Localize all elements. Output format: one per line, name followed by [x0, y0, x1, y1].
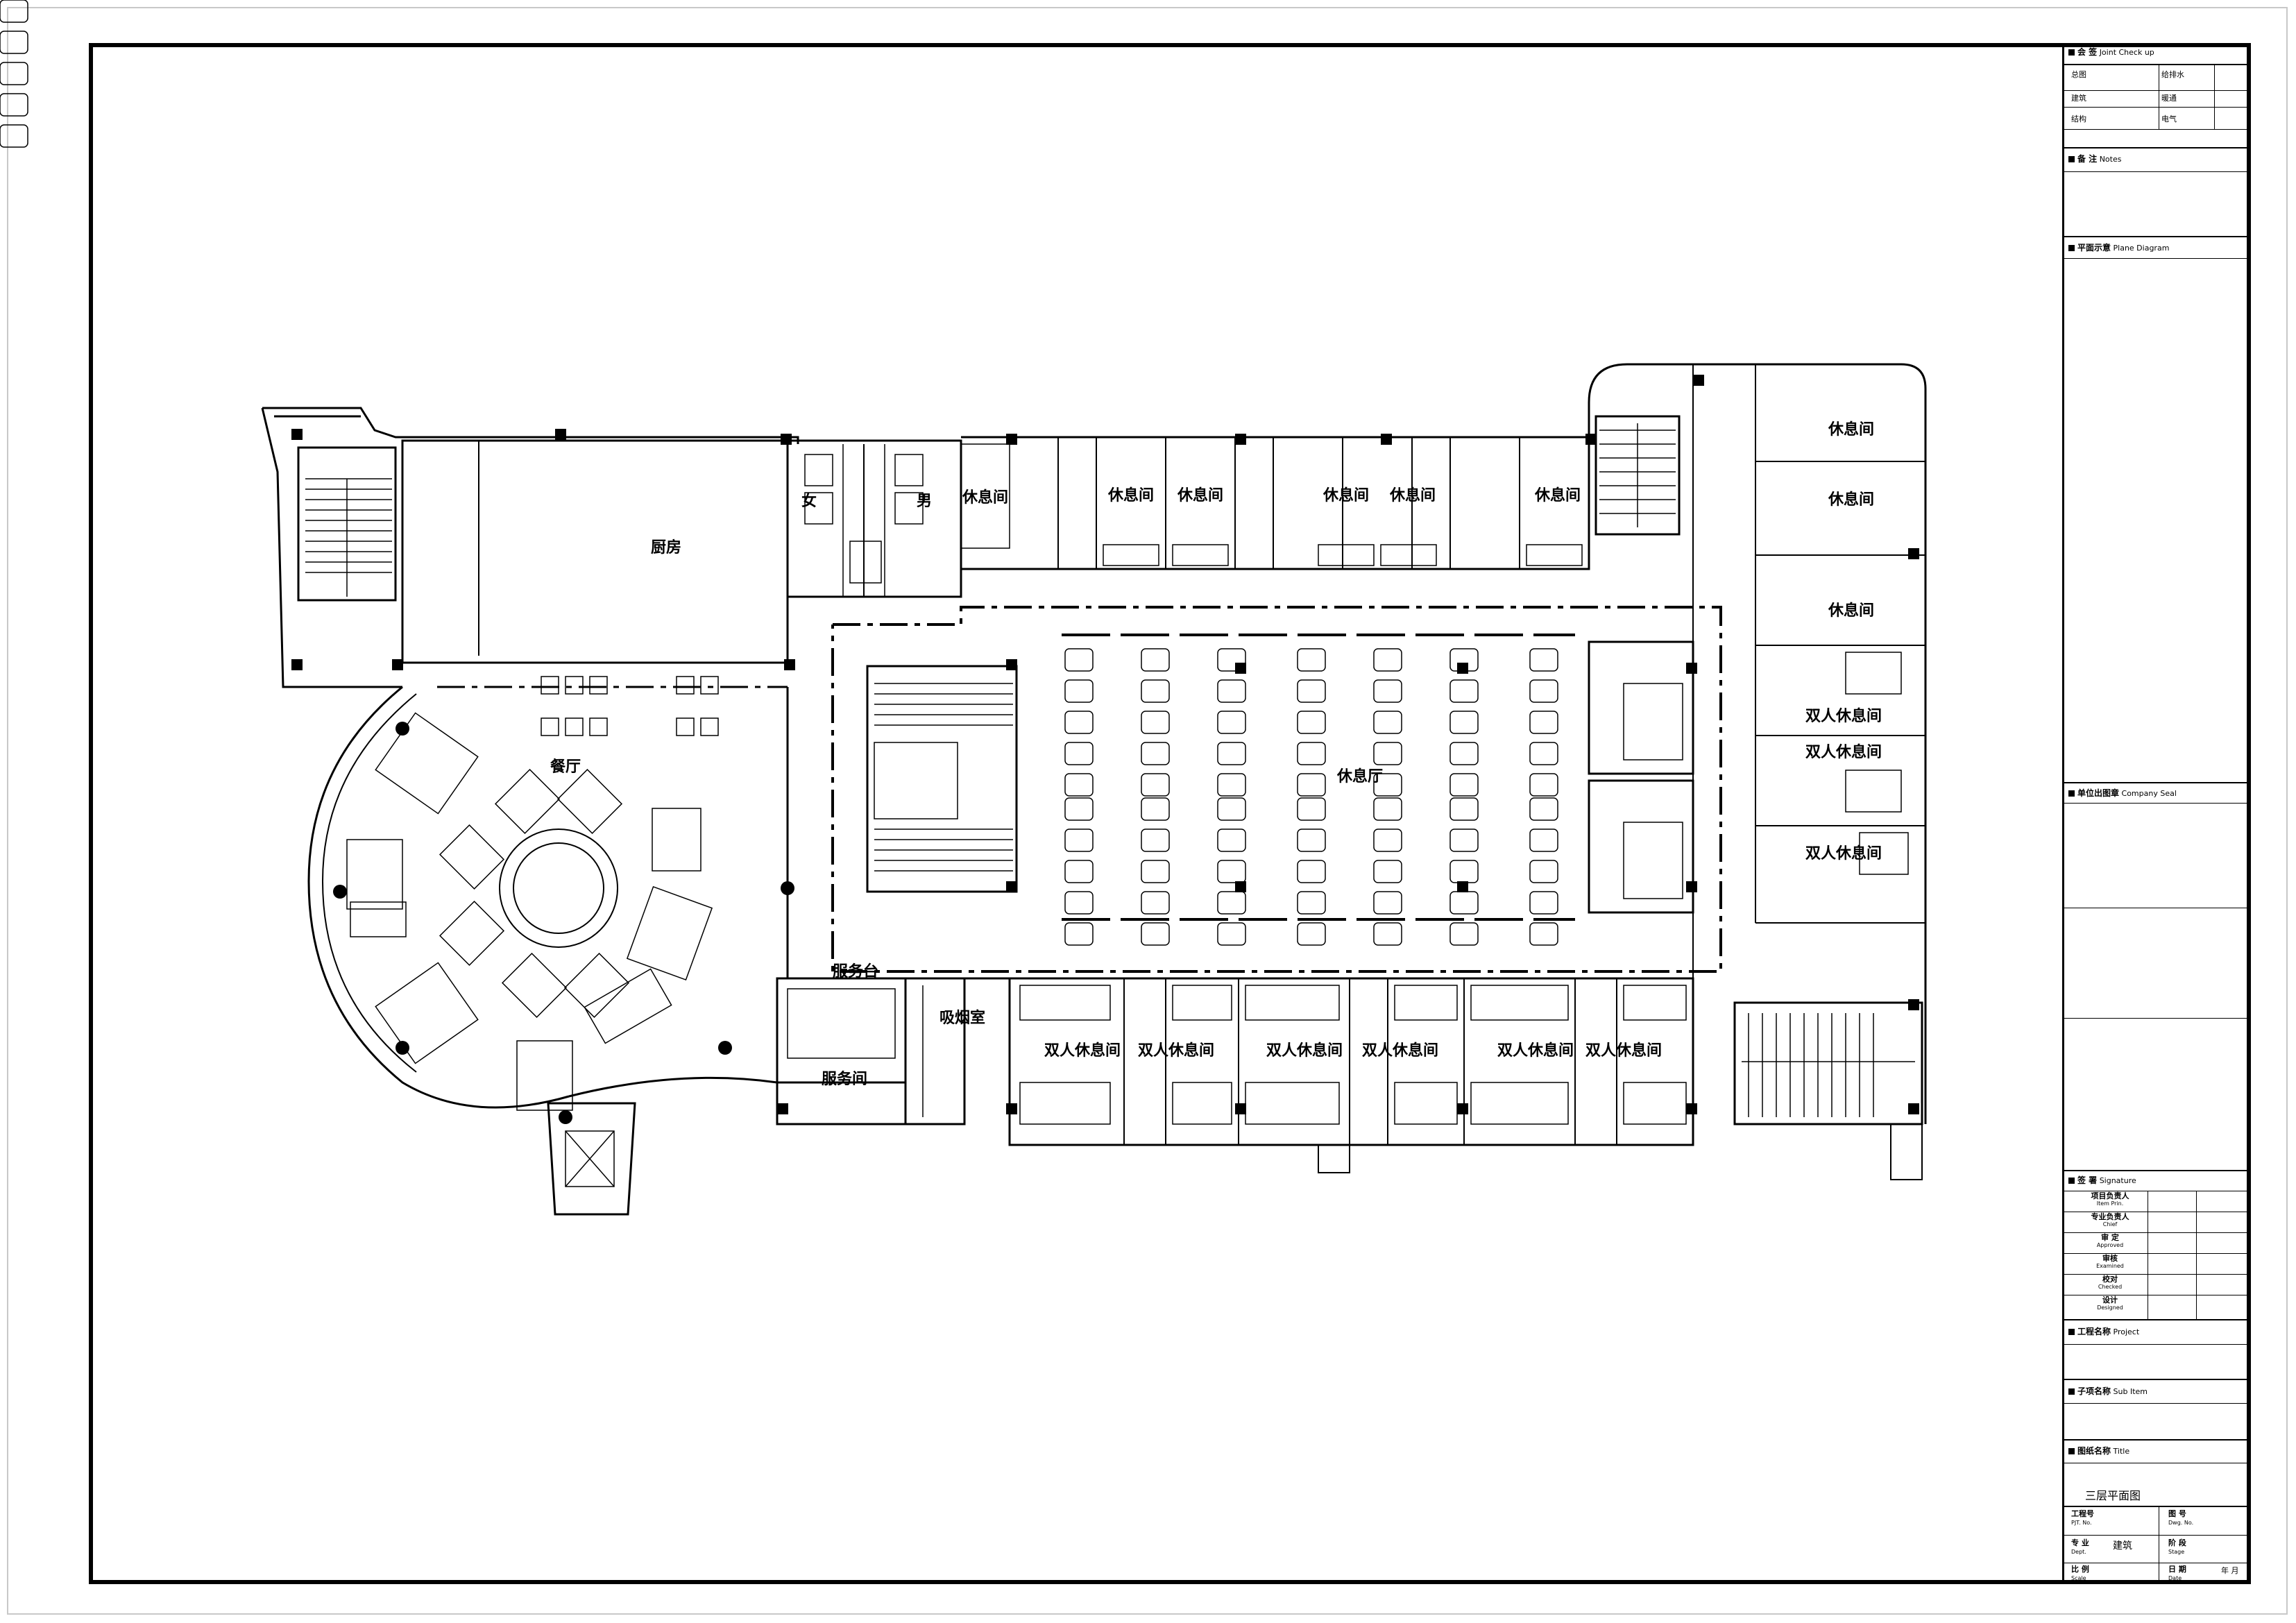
joint-check-header: 会 签 Joint Check up	[2068, 47, 2154, 58]
check-cell: 建筑	[2071, 94, 2086, 103]
room-label-lounge: 休息厅	[1336, 768, 1384, 785]
bullet-square-icon	[2068, 245, 2075, 251]
room-label-rest-room: 休息间	[1177, 487, 1224, 504]
sub-item-header: 子项名称 Sub Item	[2068, 1386, 2148, 1397]
bullet-square-icon	[2068, 1329, 2075, 1335]
company-seal-header: 单位出图章 Company Seal	[2068, 788, 2177, 799]
room-label-service-desk: 服务台	[832, 963, 879, 980]
room-label-double-rest-room: 双人休息间	[1805, 708, 1882, 725]
drawing-frame	[89, 43, 2251, 1584]
dept-value: 建筑	[2113, 1540, 2132, 1552]
drawing-title: 三层平面图	[2085, 1489, 2141, 1502]
plane-diagram-header: 平面示意 Plane Diagram	[2068, 243, 2169, 253]
title-block: 会 签 Joint Check up 总图 给排水 建筑 暖通 结构 电气 备 …	[2062, 43, 2251, 1584]
check-cell: 给排水	[2161, 70, 2184, 79]
room-label-rest-room: 休息间	[1534, 487, 1581, 504]
room-label-rest-room: 休息间	[1323, 487, 1370, 504]
room-label-double-rest-room: 双人休息间	[1585, 1042, 1663, 1060]
room-label-smoking-room: 吸烟室	[939, 1010, 986, 1027]
signature-header: 签 署 Signature	[2068, 1175, 2136, 1186]
lounge-seats	[1062, 634, 1575, 946]
room-label-male: 男	[916, 493, 933, 510]
bullet-square-icon	[2068, 1178, 2075, 1184]
project-header: 工程名称 Project	[2068, 1327, 2139, 1337]
room-label-rest-room: 休息间	[1828, 421, 1875, 439]
check-cell: 电气	[2161, 114, 2177, 124]
room-label-double-rest-room: 双人休息间	[1361, 1042, 1439, 1060]
room-label-rest-room: 休息间	[1389, 487, 1436, 504]
restaurant-tables	[346, 676, 719, 1111]
room-label-double-rest-room: 双人休息间	[1266, 1042, 1343, 1060]
bullet-square-icon	[2068, 1388, 2075, 1395]
room-label-double-rest-room: 双人休息间	[1805, 845, 1882, 863]
notes-header: 备 注 Notes	[2068, 154, 2121, 164]
bullet-square-icon	[2068, 1448, 2075, 1454]
bullet-square-icon	[2068, 156, 2075, 162]
check-cell: 暖通	[2161, 94, 2177, 103]
room-label-rest-room: 休息间	[962, 489, 1009, 507]
room-label-service-room: 服务间	[821, 1071, 868, 1088]
room-label-double-rest-room: 双人休息间	[1137, 1042, 1215, 1060]
room-label-rest-room: 休息间	[1828, 491, 1875, 509]
room-label-restaurant: 餐厅	[550, 758, 581, 776]
room-label-double-rest-room: 双人休息间	[1805, 744, 1882, 761]
room-label-double-rest-room: 双人休息间	[1497, 1042, 1574, 1060]
check-cell: 结构	[2071, 114, 2086, 124]
check-cell: 总图	[2071, 70, 2086, 79]
room-label-rest-room: 休息间	[1828, 602, 1875, 620]
room-label-double-rest-room: 双人休息间	[1044, 1042, 1121, 1060]
room-label-rest-room: 休息间	[1107, 487, 1155, 504]
date-unit: 年 月	[2221, 1566, 2239, 1575]
sheet-edge	[7, 7, 2288, 1615]
room-label-kitchen: 厨房	[650, 539, 682, 556]
room-label-female: 女	[801, 493, 817, 510]
title-header: 图纸名称 Title	[2068, 1446, 2129, 1456]
bullet-square-icon	[2068, 49, 2075, 56]
bullet-square-icon	[2068, 790, 2075, 797]
